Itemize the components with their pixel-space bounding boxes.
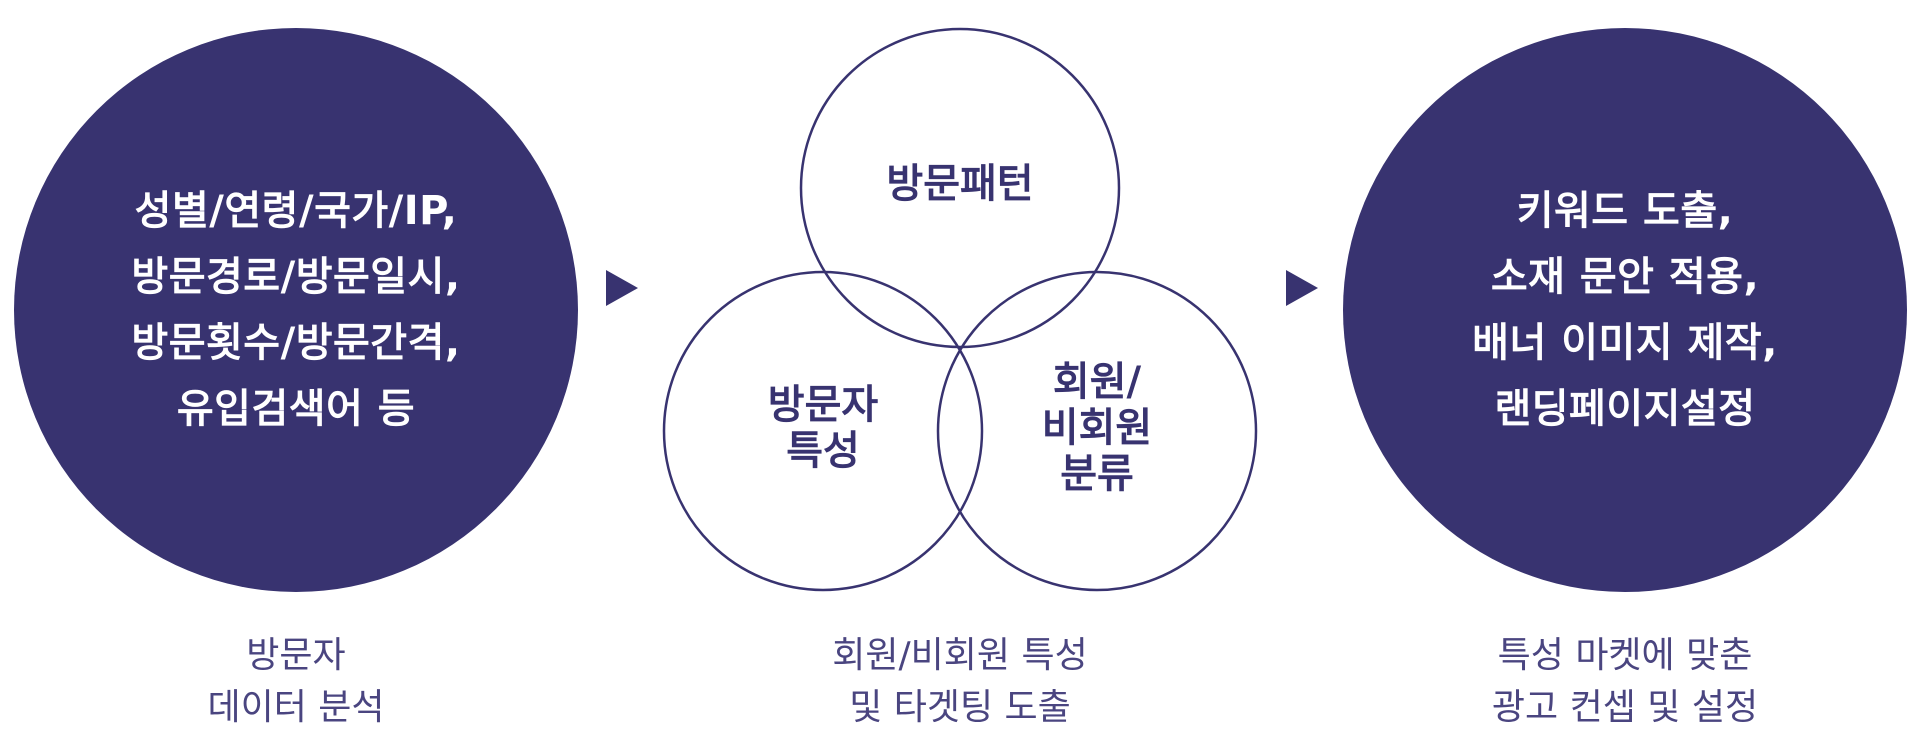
arrow-right-icon (606, 270, 638, 306)
right-circle-line: 소재 문안 적용, (1490, 254, 1760, 300)
caption-line: 및 타겟팅 도출 (849, 687, 1071, 728)
left-circle-line: 방문횟수/방문간격, (131, 320, 461, 366)
venn-label-line: 특성 (786, 428, 860, 474)
caption-member-targeting: 회원/비회원 특성 및 타겟팅 도출 (832, 630, 1087, 734)
venn-label-line: 회원/ (1052, 359, 1142, 405)
ad-execution-circle: 키워드 도출, 소재 문안 적용, 배너 이미지 제작, 랜딩페이지설정 (1343, 28, 1907, 592)
right-circle-line: 키워드 도출, (1516, 188, 1734, 234)
left-circle-line: 유입검색어 등 (176, 386, 416, 432)
venn-circle-left (662, 270, 984, 592)
left-circle-line: 방문경로/방문일시, (131, 254, 461, 300)
venn-label-line: 비회원 (1041, 405, 1153, 451)
caption-line: 회원/비회원 특성 (832, 635, 1088, 676)
caption-visitor-analysis: 방문자 데이터 분석 (207, 630, 384, 734)
venn-label-visit-pattern: 방문패턴 (886, 161, 1033, 207)
venn-label-line: 방문패턴 (886, 161, 1034, 207)
venn-label-member-classification: 회원/ 비회원 분류 (1042, 359, 1152, 497)
venn-label-visitor-traits: 방문자 특성 (768, 382, 878, 474)
venn-circle-top (799, 27, 1121, 349)
visitor-data-circle: 성별/연령/국가/IP, 방문경로/방문일시, 방문횟수/방문간격, 유입검색어… (14, 28, 578, 592)
venn-label-line: 분류 (1060, 451, 1134, 497)
venn-circle-right (936, 270, 1258, 592)
caption-line: 광고 컨셉 및 설정 (1491, 687, 1759, 728)
caption-line: 특성 마켓에 맞춘 (1497, 635, 1753, 676)
caption-line: 방문자 (246, 635, 346, 676)
arrow-right-icon (1286, 270, 1318, 306)
left-circle-line: 성별/연령/국가/IP, (134, 188, 458, 234)
right-circle-line: 배너 이미지 제작, (1472, 320, 1778, 366)
caption-line: 데이터 분석 (207, 687, 385, 728)
caption-ad-concept: 특성 마켓에 맞춘 광고 컨셉 및 설정 (1492, 630, 1758, 734)
venn-label-line: 방문자 (767, 382, 879, 428)
right-circle-line: 랜딩페이지설정 (1494, 386, 1756, 432)
